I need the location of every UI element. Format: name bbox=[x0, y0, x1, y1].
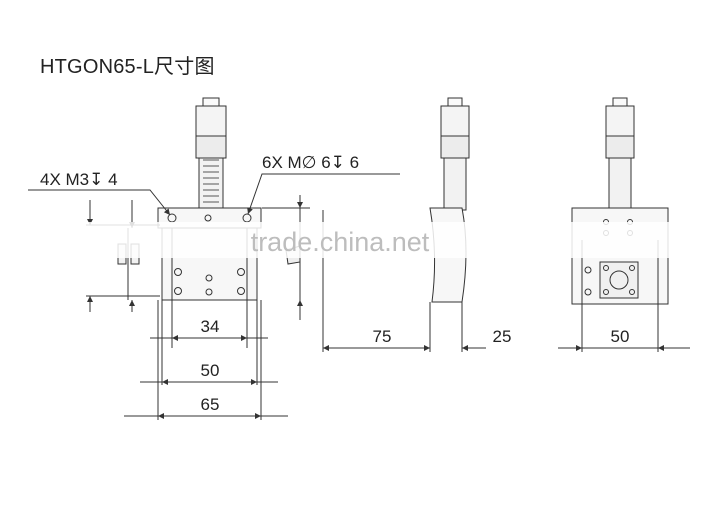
watermark-band bbox=[60, 222, 480, 258]
dim-hole-spacing-34: 34 bbox=[201, 317, 220, 336]
drawing-title: HTGON65-L尺寸图 bbox=[40, 50, 215, 79]
side-micrometer-head bbox=[440, 97, 470, 211]
callout-m3-holes: 4X M3↧ 4 bbox=[40, 170, 118, 189]
callout-m6-holes: 6X M∅ 6↧ 6 bbox=[262, 153, 359, 172]
front-micrometer-head bbox=[195, 97, 227, 211]
dim-mount-spacing-50: 50 bbox=[201, 361, 220, 380]
rear-micrometer-head bbox=[605, 97, 635, 211]
dim-thickness-25: 25 bbox=[493, 327, 512, 346]
dim-length-75: 75 bbox=[373, 327, 392, 346]
watermark-band-right bbox=[560, 222, 680, 258]
title-suffix: 尺寸图 bbox=[154, 54, 215, 78]
dim-rear-width-50: 50 bbox=[611, 327, 630, 346]
dim-width-65: 65 bbox=[201, 395, 220, 414]
front-dimension-lines bbox=[87, 196, 303, 419]
watermark-text: trade.china.net bbox=[251, 227, 430, 257]
title-model: HTGON65-L bbox=[40, 56, 155, 78]
